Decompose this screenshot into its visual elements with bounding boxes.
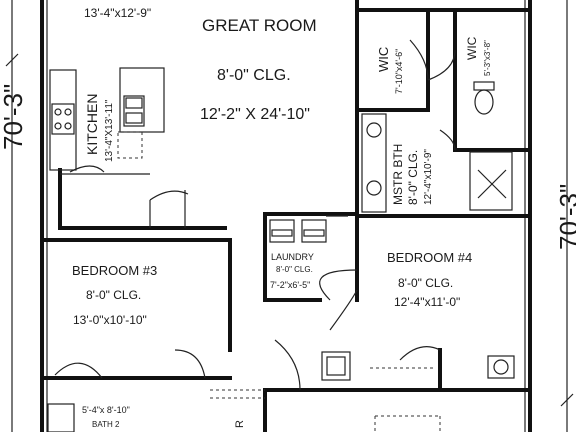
laundry-fixtures (269, 215, 358, 391)
bedroom-3-details (47, 349, 265, 432)
laundry-name: LAUNDRY (271, 252, 314, 262)
bedroom-3-name: BEDROOM #3 (72, 263, 157, 278)
kitchen-name: KITCHEN (84, 94, 100, 155)
wic-2-dims: 5'-3"x3'-8" (483, 40, 492, 76)
master-bath-fixtures (361, 39, 495, 213)
bedroom-4-dims: 12'-4"x11'-0" (394, 295, 460, 309)
bath-2-dims: 5'-4"x 8'-10" (82, 405, 130, 415)
bedroom-4-details (329, 289, 515, 379)
bedroom-4-ceiling: 8'-0" CLG. (398, 276, 453, 290)
right-dimension-line (560, 0, 574, 432)
master-bath-dims: 12'-4"x10'-9" (423, 149, 434, 205)
great-room-name: GREAT ROOM (202, 16, 317, 35)
laundry-ceiling: 8'-0" CLG. (276, 265, 313, 274)
wic-2-name: WIC (465, 36, 479, 60)
great-room-ceiling: 8'-0" CLG. (217, 67, 291, 84)
kitchen-dims: 13'-4"X13'-11" (104, 99, 115, 162)
laundry-dims: 7'-2"x6'-5" (270, 280, 310, 290)
bedroom-3-dims: 13'-0"x10'-10" (73, 313, 147, 327)
wic-1-dims: 7'-10"x4'-6" (394, 49, 404, 94)
walls (40, 0, 532, 432)
bottom-area (374, 415, 441, 432)
great-room-dims: 12'-2" X 24'-10" (200, 106, 310, 123)
kitchen-fixtures (49, 67, 189, 228)
master-bath-ceiling: 8'-0" CLG. (406, 150, 420, 205)
bath-2-name: BATH 2 (92, 420, 120, 429)
left-dimension-line (5, 0, 19, 432)
wic-1-name: WIC (376, 47, 391, 72)
bedroom-4-name: BEDROOM #4 (387, 250, 472, 265)
left-overall-dimension: 70'-3" (0, 84, 28, 150)
top-left-room-dims: 13'-4"x12'-9" (84, 6, 151, 20)
right-overall-dimension: 70'-3" (554, 184, 576, 250)
bedroom-3-ceiling: 8'-0" CLG. (86, 288, 141, 302)
master-bath-name: MSTR BTH (391, 144, 405, 205)
misc-label: R (234, 420, 246, 428)
